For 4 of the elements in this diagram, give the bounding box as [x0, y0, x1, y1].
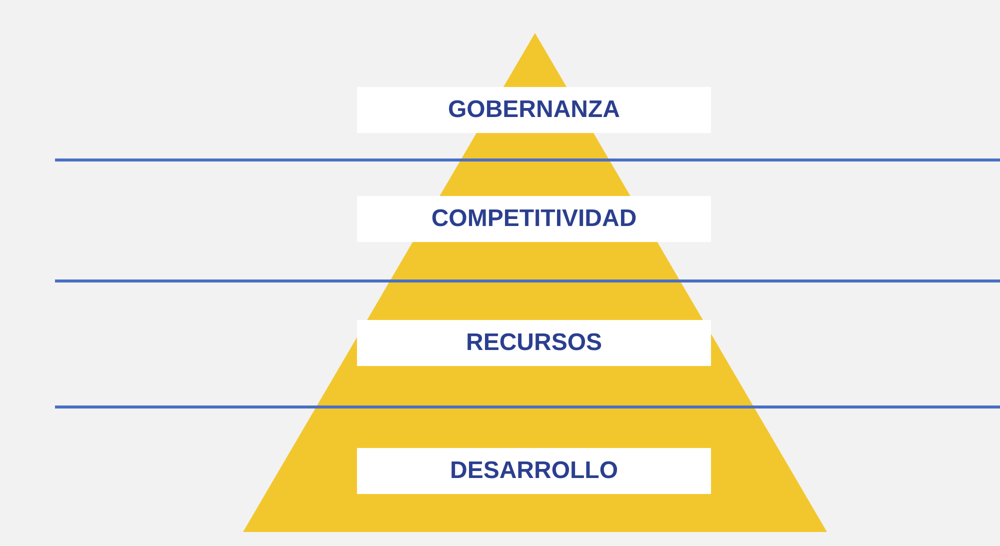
- level-label: DESARROLLO: [357, 448, 711, 494]
- level-label: GOBERNANZA: [357, 87, 711, 133]
- level-label: COMPETITIVIDAD: [357, 196, 711, 242]
- level-label: RECURSOS: [357, 320, 711, 366]
